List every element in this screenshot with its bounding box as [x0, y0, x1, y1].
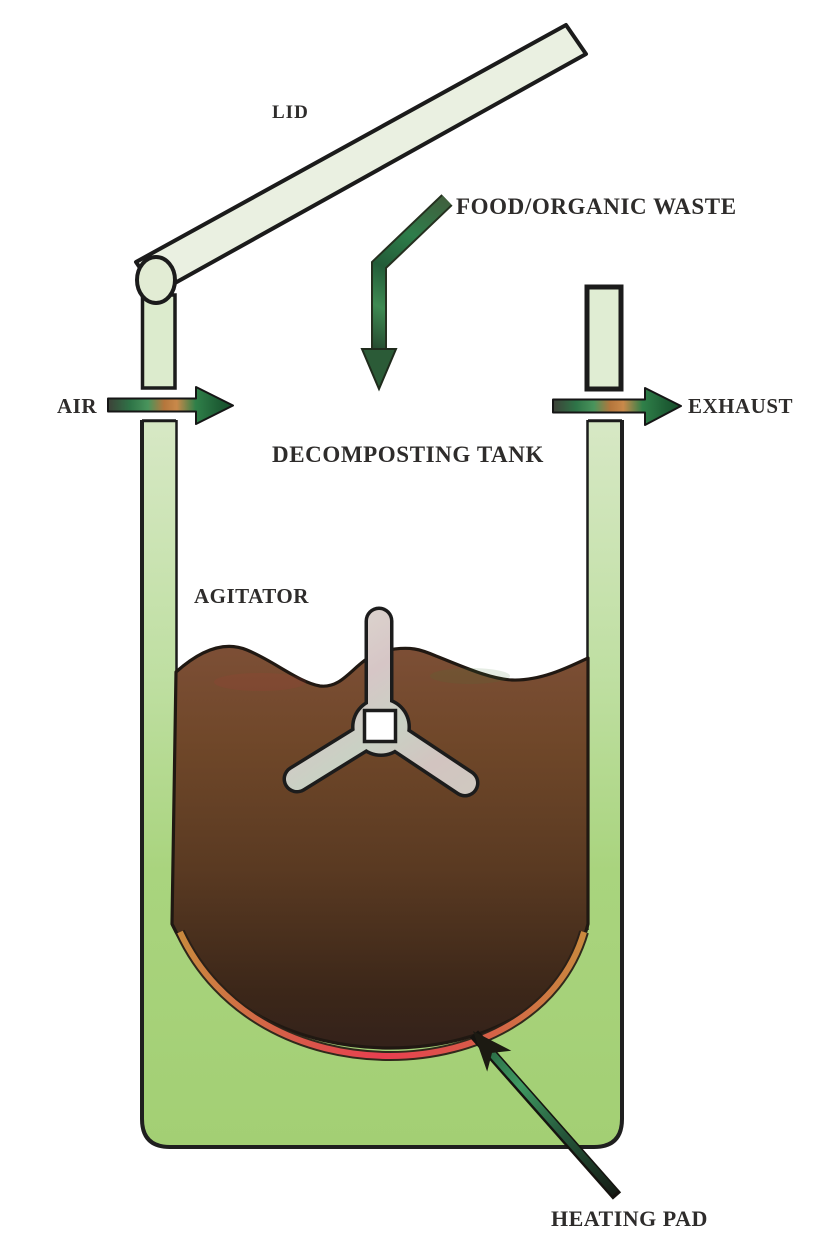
air-flow-arrow: [107, 386, 234, 425]
compost-texture-patch-green: [430, 668, 510, 684]
agitator-label: AGITATOR: [194, 584, 309, 608]
agitator: [282, 606, 480, 798]
heating-pad-arrow: [469, 1030, 622, 1200]
food-waste-arrowhead: [360, 348, 398, 392]
agitator-hub-square: [362, 708, 398, 744]
food-waste-arrow: [360, 194, 453, 392]
compost-texture-patch-red: [214, 673, 306, 691]
heating-pad-band: [177, 930, 587, 1060]
exhaust-flow-arrow: [552, 387, 682, 426]
heating-pad-label: HEATING PAD: [551, 1206, 708, 1231]
lid-shape: [134, 23, 588, 295]
air-label: AIR: [57, 394, 97, 418]
lid-hinge: [135, 255, 177, 305]
tank-title-label: DECOMPOSTING TANK: [272, 442, 544, 467]
compost-material: [170, 644, 590, 1050]
food-waste-label: FOOD/ORGANIC WASTE: [456, 194, 737, 219]
lid-label: LID: [272, 102, 309, 123]
heating-pad-arrowhead: [473, 1031, 512, 1072]
exhaust-label: EXHAUST: [688, 394, 793, 418]
exhaust-chimney: [584, 284, 624, 392]
air-intake-pipe: [140, 293, 177, 390]
